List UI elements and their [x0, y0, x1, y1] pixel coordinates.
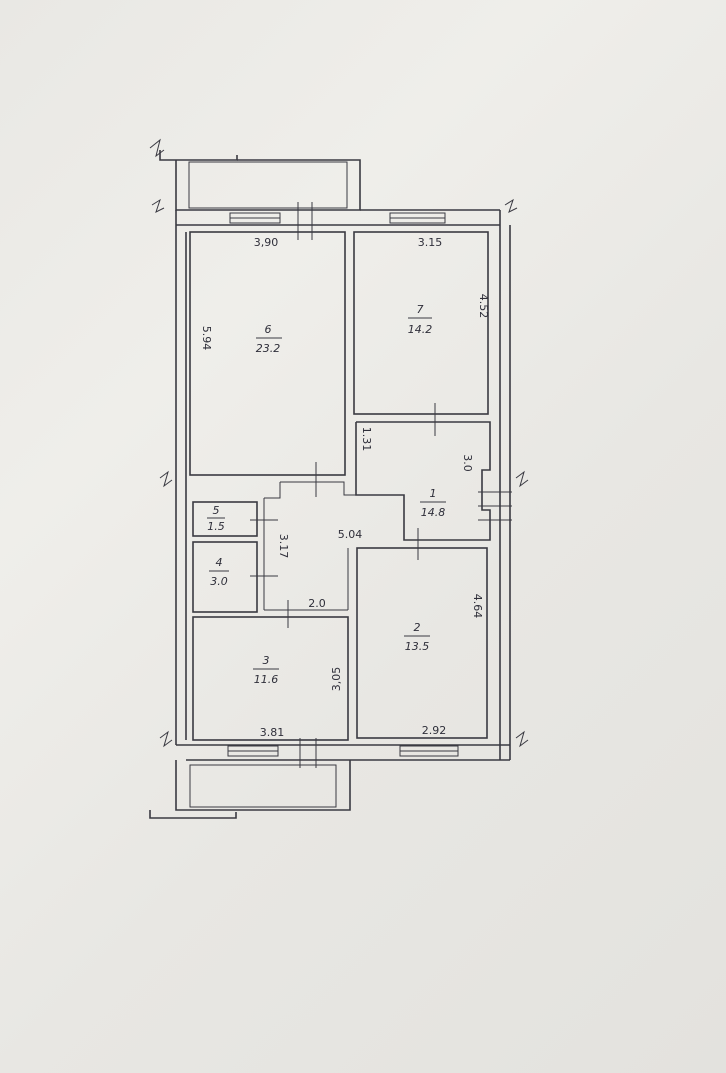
dim-room3-height: 3,05	[330, 667, 343, 692]
room-7-area: 14.2	[408, 323, 433, 336]
room-label-3: 3 11.6	[253, 654, 279, 686]
room-2-area: 13.5	[405, 640, 430, 653]
room-label-5: 5 1.5	[207, 504, 225, 533]
windows	[227, 212, 459, 757]
room-7-number: 7	[417, 303, 424, 316]
dim-room7-height: 4.52	[477, 294, 490, 319]
dim-room6-height: 5.94	[200, 326, 213, 351]
room-2-outline	[356, 547, 488, 739]
room-6-number: 6	[265, 323, 272, 336]
dim-room6-width: 3,90	[254, 236, 279, 249]
dim-hall-short: 1.31	[360, 427, 373, 452]
doors	[250, 202, 512, 768]
room-5-area: 1.5	[207, 520, 225, 533]
room-5-number: 5	[213, 504, 220, 517]
room-5-outline	[192, 501, 258, 537]
dim-corridor-length: 5.04	[338, 528, 363, 541]
dim-room2-height: 4.64	[471, 594, 484, 619]
dim-room2-width: 2.92	[422, 724, 447, 737]
room-1-outline	[355, 421, 491, 541]
room-3-outline	[192, 616, 349, 741]
dim-corridor-width: 3.17	[277, 534, 290, 559]
room-7-outline	[353, 231, 489, 415]
dim-hall-height: 3.0	[461, 454, 474, 472]
room-label-7: 7 14.2	[408, 303, 433, 336]
dim-room3-width: 3.81	[260, 726, 285, 739]
room-4-area: 3.0	[210, 575, 228, 588]
room-label-1: 1 14.8	[420, 487, 446, 519]
room-3-number: 3	[263, 654, 270, 667]
room-3-area: 11.6	[254, 673, 279, 686]
outer-walls	[149, 138, 529, 819]
room-4-number: 4	[216, 556, 223, 569]
room-6-area: 23.2	[256, 342, 281, 355]
room-outlines	[189, 231, 491, 741]
dimension-labels: 3,90 5.94 3.15 4.52 1.31 3.0 5.04 3.17 2…	[200, 236, 490, 739]
room-1-area: 14.8	[421, 506, 446, 519]
room-1-number: 1	[430, 487, 437, 500]
room-4-outline	[192, 541, 258, 613]
room-6-outline	[189, 231, 346, 476]
room-label-6: 6 23.2	[256, 323, 282, 355]
room-label-4: 4 3.0	[209, 556, 229, 588]
dim-room7-width: 3.15	[418, 236, 443, 249]
room-label-2: 2 13.5	[404, 621, 430, 653]
room-2-number: 2	[414, 621, 421, 634]
dim-passage-width: 2.0	[308, 597, 326, 610]
